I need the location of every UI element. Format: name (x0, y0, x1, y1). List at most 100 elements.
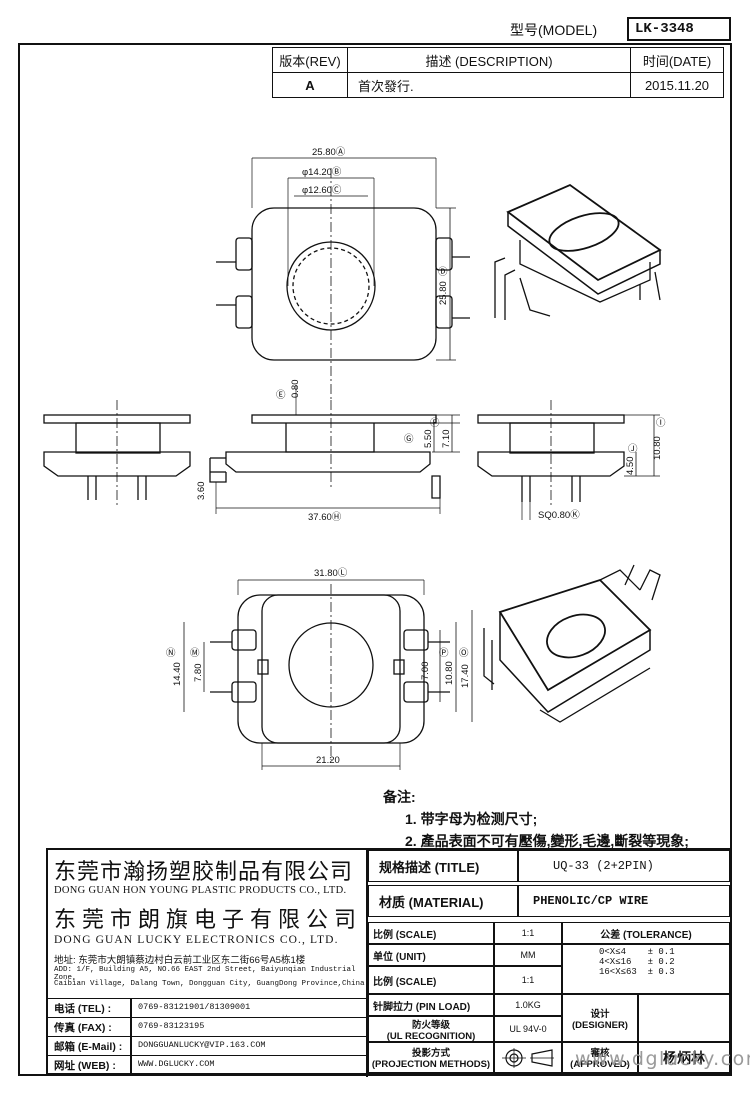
dim-front-e: 0.80 (290, 380, 301, 399)
watermark: www.dglucky.com (575, 1048, 750, 1070)
approved-label-en: (APPROVED) (570, 1059, 630, 1070)
material-label: 材质 (MATERIAL) (368, 885, 518, 917)
address-en-1: ADD: 1/F, Building A5, NO.66 EAST 2nd St… (54, 966, 356, 982)
front-view (209, 385, 460, 514)
dim-side-k: SQ0.80Ⓚ (538, 510, 580, 521)
dim-bottom-n-marker: Ⓝ (166, 648, 176, 659)
dim-top-dia-b: φ14.20Ⓑ (302, 167, 342, 178)
note-item: 2. 產品表面不可有壓傷,變形,毛邊,斷裂等現象; (405, 833, 689, 849)
notes: 备注: 1. 带字母为检测尺寸; 2. 產品表面不可有壓傷,變形,毛邊,斷裂等現… (383, 786, 689, 852)
date-value: 2015.11.20 (630, 72, 724, 98)
note-item: 1. 带字母为检测尺寸; (405, 811, 538, 827)
unit-value: MM (494, 944, 562, 966)
dim-bottom-n: 14.40 (172, 662, 183, 686)
title-value: UQ-33 (2+2PIN) (518, 850, 730, 882)
approved-label-cn: 審核 (590, 1048, 610, 1059)
description-value: 首次發行. (347, 72, 631, 98)
dim-bottom-l: 31.80Ⓛ (314, 568, 348, 579)
title-label: 规格描述 (TITLE) (368, 850, 518, 882)
scale2-label: 比例 (SCALE) (368, 966, 494, 994)
contact-web: 网址 (WEB) : WWW.DGLUCKY.COM (48, 1055, 368, 1074)
revision-table: 版本(REV) 描述 (DESCRIPTION) 时间(DATE) A 首次發行… (272, 47, 724, 98)
right-side-view (477, 400, 660, 520)
dim-bottom-m: 7.80 (193, 664, 204, 683)
dim-front-pin: 3.60 (196, 482, 207, 501)
model-value: LK-3348 (627, 17, 731, 41)
top-view-pin-block (235, 295, 253, 329)
unit-label: 单位 (UNIT) (368, 944, 494, 966)
scale1-value: 1:1 (494, 922, 562, 944)
contact-label: 电话 (TEL) : (54, 1003, 112, 1015)
iso-view-bottom (483, 564, 661, 723)
designer-value (638, 994, 730, 1042)
company-name-en-1: DONG GUAN HON YOUNG PLASTIC PRODUCTS CO.… (54, 885, 347, 896)
projection-icon (502, 1047, 554, 1068)
dim-front-g-marker: Ⓖ (404, 434, 414, 445)
dim-bottom-p-marker: Ⓟ (439, 648, 449, 659)
ul-label-en: (UL RECOGNITION) (386, 1030, 476, 1042)
projection-label-cn: 投影方式 (411, 1048, 450, 1059)
pin-load-label: 针脚拉力 (PIN LOAD) (368, 994, 494, 1016)
left-side-view (43, 400, 191, 505)
approved-label: 審核 (APPROVED) (562, 1042, 638, 1073)
date-header: 时间(DATE) (630, 47, 724, 73)
contact-label: 邮箱 (E-Mail) : (54, 1041, 123, 1053)
projection-label: 投影方式 (PROJECTION METHODS) (368, 1042, 494, 1073)
dim-top-d-marker: Ⓓ (438, 267, 448, 278)
dim-front-f-marker: Ⓕ (430, 418, 440, 429)
scale2-value: 1:1 (494, 966, 562, 994)
dim-front-e-marker: Ⓔ (276, 390, 286, 401)
dim-side-j-marker: Ⓙ (628, 444, 638, 455)
rev-header: 版本(REV) (272, 47, 348, 73)
dim-top-d: 25.80 (438, 281, 449, 305)
contact-email: 邮箱 (E-Mail) : DONGGUANLUCKY@VIP.163.COM (48, 1036, 368, 1055)
address-en-2: Caibian Village, Dalang Town, Dongguan C… (54, 980, 365, 988)
tolerance-row: 16<X≤63 ± 0.3 (599, 967, 675, 977)
dim-bottom-m-marker: Ⓜ (190, 648, 200, 659)
tolerance-row: 4<X≤16 ± 0.2 (599, 957, 675, 967)
notes-title: 备注: (383, 789, 416, 805)
contact-value: WWW.DGLUCKY.COM (138, 1059, 215, 1069)
dim-bottom-p: 10.80 (444, 661, 455, 685)
spec-block: 规格描述 (TITLE) UQ-33 (2+2PIN) 材质 (MATERIAL… (368, 850, 730, 1073)
designer-label-en: (DESIGNER) (572, 1019, 628, 1031)
dim-bottom-o: 17.40 (460, 664, 471, 688)
designer-label: 设计 (DESIGNER) (562, 994, 638, 1042)
dim-bottom-o-marker: Ⓞ (459, 648, 469, 659)
contact-value: DONGGUANLUCKY@VIP.163.COM (138, 1040, 266, 1050)
top-view-body (251, 207, 437, 361)
front-view-top-flange (251, 414, 437, 424)
dim-front-f: 7.10 (441, 430, 452, 449)
technical-drawing: 25.80Ⓐ φ14.20Ⓑ φ12.60Ⓒ Ⓓ 25.80 Ⓔ 0.80 Ⓕ … (43, 147, 666, 770)
approved-value: 杨炳林 (638, 1042, 730, 1073)
contact-label: 传真 (FAX) : (54, 1022, 112, 1034)
projection-label-en: (PROJECTION METHODS) (371, 1059, 491, 1070)
top-view-pin-block (435, 237, 453, 271)
dim-side-j: 4.50 (625, 457, 636, 476)
iso-view-top (494, 183, 662, 320)
contact-label: 网址 (WEB) : (54, 1060, 116, 1072)
ul-label: 防火等级 (UL RECOGNITION) (368, 1016, 494, 1042)
contact-value: 0769-83121901/81309001 (138, 1002, 251, 1012)
top-view-pin-block (435, 295, 453, 329)
company-name-cn-1: 东莞市瀚扬塑胶制品有限公司 (54, 860, 354, 885)
material-value: PHENOLIC/CP WIRE (518, 885, 730, 917)
contact-value: 0769-83123195 (138, 1021, 205, 1031)
title-block: 东莞市瀚扬塑胶制品有限公司 DONG GUAN HON YOUNG PLASTI… (46, 848, 732, 1077)
dim-bottom-width: 21.20 (316, 755, 340, 766)
model-label: 型号(MODEL) (510, 22, 598, 38)
dim-front-h: 37.60Ⓗ (308, 512, 342, 523)
pin-load-value: 1.0KG (494, 994, 562, 1016)
drawing-frame (18, 43, 732, 1076)
address-cn: 地址: 东莞市大朗镇蔡边村白云前工业区东二街66号A5栋1楼 (54, 955, 306, 966)
contact-fax: 传真 (FAX) : 0769-83123195 (48, 1017, 368, 1036)
projection-symbol (494, 1042, 562, 1073)
contact-tel: 电话 (TEL) : 0769-83121901/81309001 (48, 998, 368, 1017)
company-block: 东莞市瀚扬塑胶制品有限公司 DONG GUAN HON YOUNG PLASTI… (48, 850, 368, 1077)
top-view-pin-block (235, 237, 253, 271)
tolerance-label: 公差 (TOLERANCE) (562, 922, 730, 944)
scale1-label: 比例 (SCALE) (368, 922, 494, 944)
dim-top-dia-c: φ12.60Ⓒ (302, 185, 342, 196)
ul-label-cn: 防火等级 (411, 1019, 450, 1031)
dim-top-outer: 25.80Ⓐ (312, 147, 346, 158)
